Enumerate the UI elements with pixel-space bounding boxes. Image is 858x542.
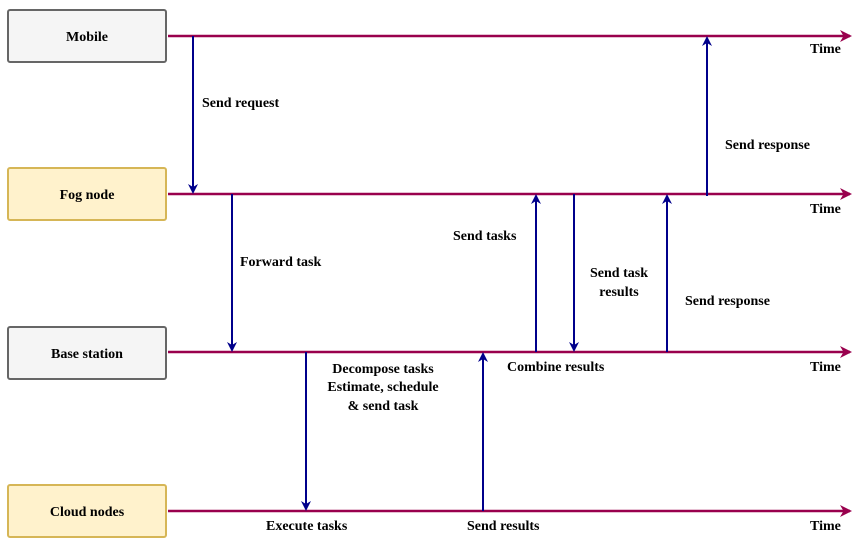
- send-tasks-label: Send tasks: [453, 229, 517, 244]
- forward-task-label: Forward task: [240, 255, 321, 270]
- send-response-mid-label: Send response: [685, 294, 770, 309]
- combine-results-label: Combine results: [507, 360, 605, 375]
- send-task-results-label-2: results: [599, 285, 639, 300]
- mobile-time-label: Time: [810, 42, 841, 57]
- decompose-label-2: Estimate, schedule: [327, 380, 438, 395]
- base-station-label: Base station: [51, 347, 123, 362]
- send-results-label: Send results: [467, 519, 540, 534]
- cloud-nodes-box: Cloud nodes: [7, 484, 167, 538]
- decompose-label-1: Decompose tasks: [332, 362, 434, 377]
- base-time-label: Time: [810, 360, 841, 375]
- fog-node-label: Fog node: [60, 188, 115, 203]
- mobile-box: Mobile: [7, 9, 167, 63]
- execute-tasks-label: Execute tasks: [266, 519, 348, 534]
- decompose-label-3: & send task: [348, 399, 419, 414]
- send-request-label: Send request: [202, 96, 279, 111]
- cloud-nodes-label: Cloud nodes: [50, 505, 125, 520]
- send-response-top-label: Send response: [725, 138, 810, 153]
- fog-time-label: Time: [810, 202, 841, 217]
- send-task-results-label-1: Send task: [590, 266, 648, 281]
- fog-node-box: Fog node: [7, 167, 167, 221]
- cloud-time-label: Time: [810, 519, 841, 534]
- base-station-box: Base station: [7, 326, 167, 380]
- mobile-label: Mobile: [66, 30, 108, 45]
